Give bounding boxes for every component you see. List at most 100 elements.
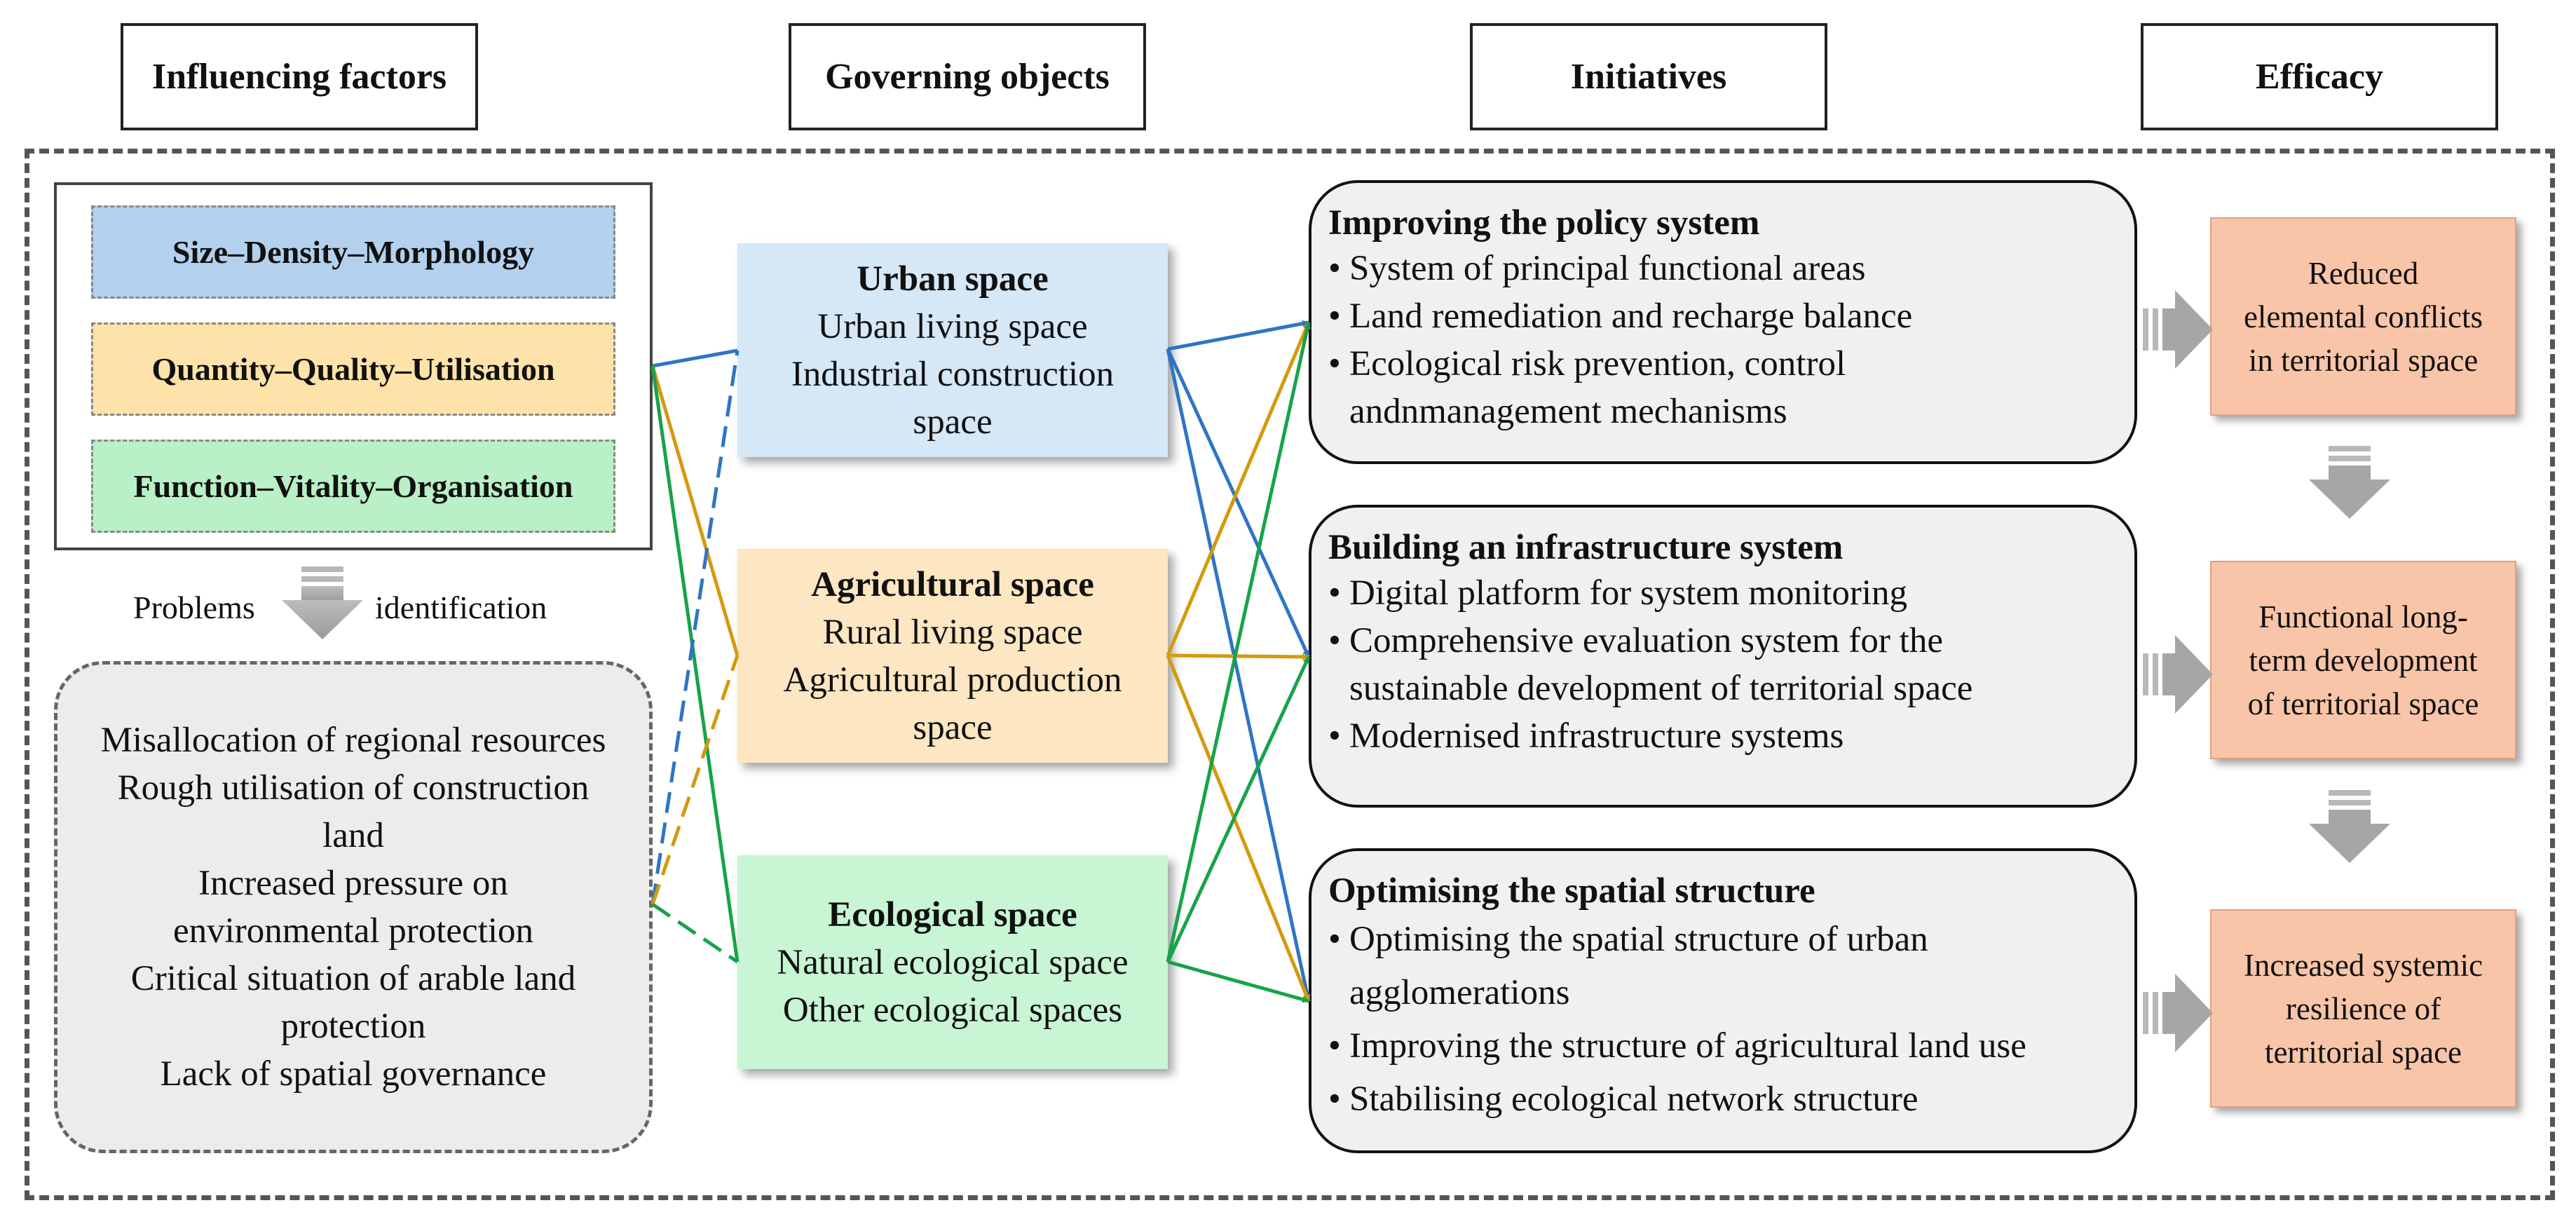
initiative-item-text: Modernised infrastructure systems [1349, 716, 1844, 756]
link-eco-policy [1166, 322, 1311, 963]
efficacy-line: Reduced [2308, 255, 2419, 291]
initiative-item-text: Comprehensive evaluation system for the [1349, 621, 1943, 660]
problem-line: Critical situation of arable land [130, 959, 576, 998]
bullet-icon: • [1328, 920, 1341, 959]
link-urban-policy [1167, 320, 1309, 351]
agricultural-space-line: space [913, 707, 993, 747]
link-agri-spatial [1166, 655, 1311, 1002]
problem-line: land [322, 816, 384, 855]
initiative-title: Optimising the spatial structure [1328, 871, 1815, 911]
bullet-icon: • [1328, 573, 1341, 613]
urban-space-line: Industrial construction [791, 354, 1115, 394]
bullet-icon: • [1328, 249, 1341, 288]
initiative-item: • Optimising the spatial structure of ur… [1328, 913, 2134, 1019]
efficacy-line: elemental conflicts [2243, 299, 2483, 334]
problem-line: Lack of spatial governance [160, 1054, 547, 1094]
initiative-item: • Modernised infrastructure systems [1328, 712, 2134, 760]
initiative-item-text: Ecological risk prevention, control [1349, 344, 1846, 383]
ecological-space-box: Ecological space Natural ecological spac… [737, 855, 1168, 1069]
right-arrow-icon [2143, 290, 2213, 369]
initiative-spatial-structure: Optimising the spatial structure • Optim… [1309, 848, 2137, 1153]
problems-label: Problems [133, 590, 255, 625]
initiative-item-text: Improving the structure of agricultural … [1349, 1026, 2026, 1066]
space-to-initiative-links [1166, 320, 1311, 1003]
link-eco-infrastructure [1166, 655, 1311, 963]
bullet-icon: • [1328, 716, 1341, 756]
initiative-item: • Land remediation and recharge balance [1328, 292, 2134, 340]
link-problems-agricultural [650, 655, 740, 905]
down-arrow-icon [282, 566, 363, 639]
efficacy-line: resilience of [2285, 991, 2441, 1026]
link-problems-urban [650, 350, 740, 905]
link-urban-spatial [1166, 348, 1311, 1002]
bullet-icon: • [1328, 344, 1341, 383]
bullet-icon: • [1328, 1026, 1341, 1066]
initiative-item-text: Land remediation and recharge balance [1349, 297, 1913, 336]
ecological-space-line: Natural ecological space [777, 942, 1129, 982]
initiative-item: • Digital platform for system monitoring [1328, 569, 2134, 617]
agricultural-space-box: Agricultural space Rural living space Ag… [737, 549, 1168, 763]
factor-to-space-links [650, 348, 740, 964]
problem-line: protection [280, 1007, 426, 1046]
initiative-item: • Comprehensive evaluation system for th… [1328, 617, 2134, 712]
initiative-title: Building an infrastructure system [1328, 528, 1844, 567]
problems-box: Misallocation of regional resources Roug… [54, 661, 653, 1153]
bullet-icon: • [1328, 621, 1341, 660]
factor-quantity-quality-utilisation: Quantity–Quality–Utilisation [91, 322, 615, 416]
right-arrow-icon [2143, 974, 2213, 1052]
link-factors-ecological [650, 365, 740, 963]
header-governing-objects: Governing objects [789, 23, 1146, 130]
factor-function-vitality-organisation: Function–Vitality–Organisation [91, 440, 615, 533]
initiative-item-text: andnmanagement mechanisms [1349, 392, 1787, 431]
initiative-item: • System of principal functional areas [1328, 245, 2134, 292]
initiative-item: • Improving the structure of agricultura… [1328, 1019, 2134, 1073]
efficacy-reduced-conflicts: Reduced elemental conflicts in territori… [2210, 217, 2516, 416]
urban-space-line: space [913, 402, 993, 442]
header-efficacy: Efficacy [2141, 23, 2498, 130]
link-agri-policy [1166, 322, 1311, 656]
efficacy-systemic-resilience: Increased systemic resilience of territo… [2210, 909, 2516, 1108]
problem-line: Rough utilisation of construction [117, 768, 590, 808]
ecological-space-title: Ecological space [828, 895, 1077, 934]
header-initiatives: Initiatives [1470, 23, 1827, 130]
link-factors-agricultural [650, 365, 740, 656]
link-urban-infrastructure [1166, 348, 1311, 658]
initiative-item: • Ecological risk prevention, control an… [1328, 340, 2134, 435]
efficacy-functional-development: Functional long- term development of ter… [2210, 561, 2516, 759]
agricultural-space-title: Agricultural space [811, 564, 1094, 604]
urban-space-box: Urban space Urban living space Industria… [737, 243, 1168, 457]
bullet-icon: • [1328, 1080, 1341, 1119]
initiative-title: Improving the policy system [1328, 203, 1760, 243]
efficacy-line: of territorial space [2247, 686, 2479, 721]
urban-space-title: Urban space [857, 259, 1049, 299]
bullet-icon: • [1328, 297, 1341, 336]
problem-line: Increased pressure on [198, 864, 508, 903]
initiative-item-text: Optimising the spatial structure of urba… [1349, 920, 1928, 959]
factor-size-density-morphology: Size–Density–Morphology [91, 205, 615, 299]
initiative-item: • Stabilising ecological network structu… [1328, 1073, 2134, 1126]
link-factors-urban [652, 348, 738, 368]
agricultural-space-line: Agricultural production [783, 660, 1122, 700]
problem-line: Misallocation of regional resources [100, 721, 606, 760]
urban-space-line: Urban living space [817, 306, 1088, 346]
efficacy-line: Functional long- [2258, 599, 2468, 634]
initiative-item-text: sustainable development of territorial s… [1349, 669, 1973, 708]
efficacy-line: Increased systemic [2243, 947, 2483, 983]
outer-dashed-frame [25, 149, 2555, 1200]
initiative-policy-system: Improving the policy system • System of … [1309, 180, 2137, 464]
down-arrow-icon [2309, 790, 2390, 863]
link-problems-ecological [651, 902, 739, 964]
initiative-item-text: System of principal functional areas [1349, 249, 1866, 288]
link-eco-spatial [1167, 960, 1309, 1003]
initiative-infrastructure-system: Building an infrastructure system • Digi… [1309, 505, 2137, 808]
initiative-item-text: agglomerations [1349, 973, 1570, 1012]
agricultural-space-line: Rural living space [822, 612, 1083, 652]
initiative-item-text: Digital platform for system monitoring [1349, 573, 1908, 613]
right-arrow-icon [2143, 635, 2213, 714]
ecological-space-line: Other ecological spaces [782, 990, 1123, 1030]
efficacy-line: territorial space [2264, 1034, 2462, 1070]
efficacy-line: term development [2249, 642, 2478, 678]
efficacy-line: in territorial space [2248, 342, 2479, 378]
problem-line: environmental protection [172, 911, 534, 951]
